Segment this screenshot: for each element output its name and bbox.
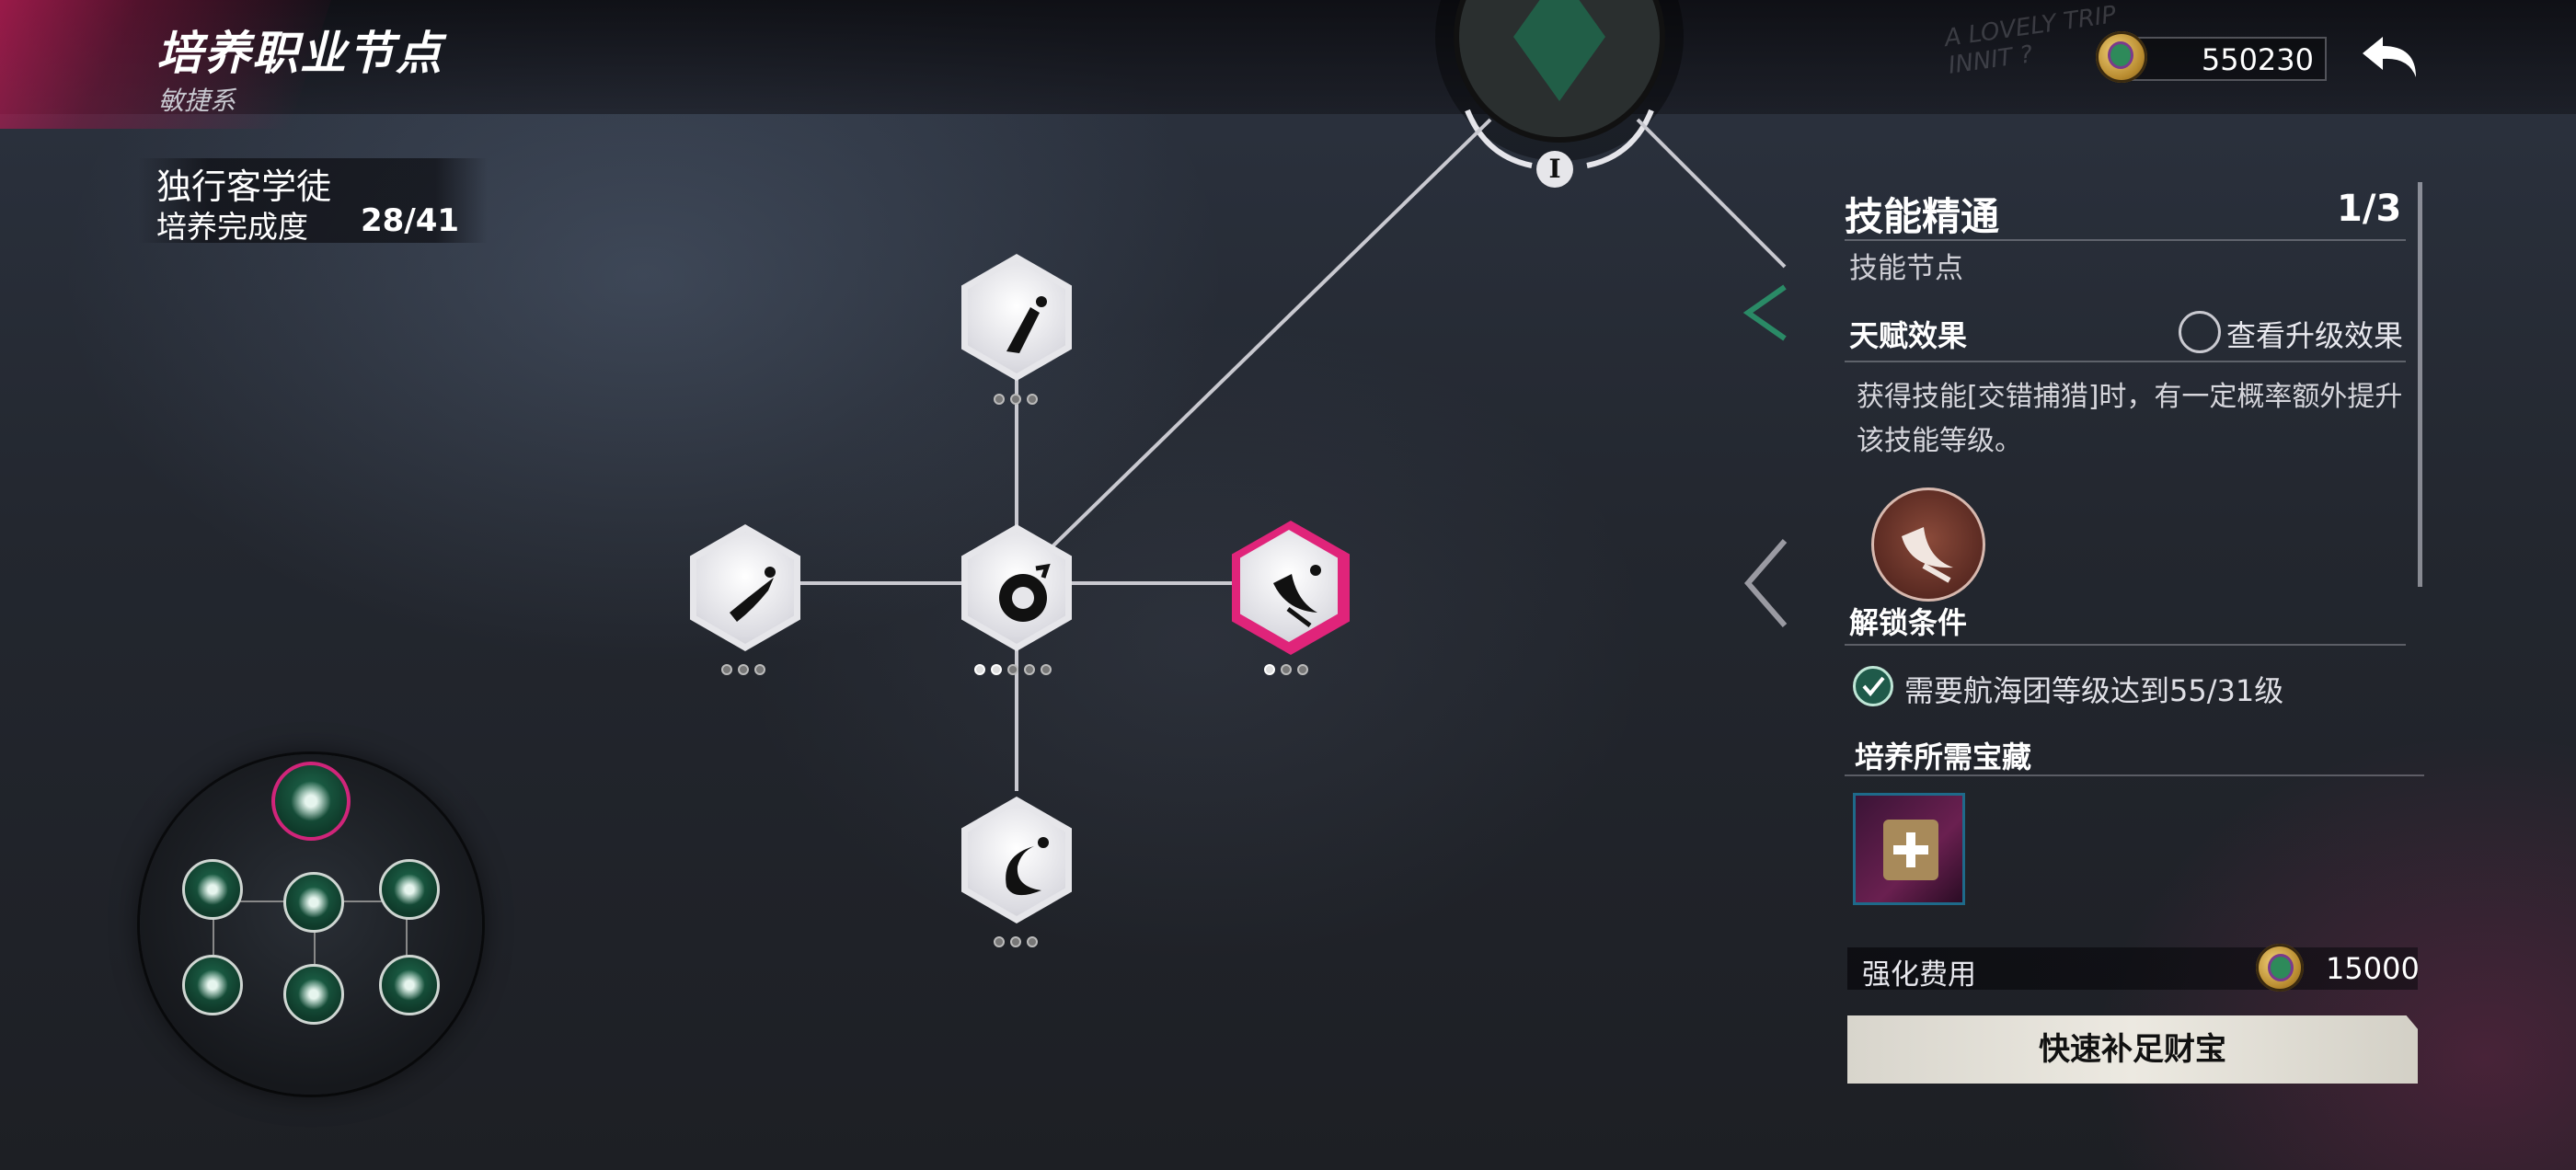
divider <box>1845 239 2406 241</box>
cost-bar <box>1847 947 2418 990</box>
class-tree-minimap[interactable] <box>140 754 482 1095</box>
minimap-node[interactable] <box>283 872 344 933</box>
coin-icon <box>2256 944 2304 992</box>
treasure-slot-add[interactable] <box>1853 793 1965 905</box>
level-dot <box>1010 936 1021 947</box>
magnifier-icon[interactable] <box>2179 311 2221 353</box>
skill-node-bottom[interactable] <box>961 797 1072 923</box>
minimap-node[interactable] <box>283 964 344 1025</box>
divider <box>1845 361 2406 362</box>
minimap-node[interactable] <box>182 859 243 920</box>
vortex-skill-icon <box>999 563 1051 622</box>
view-upgrade-link[interactable]: 查看升级效果 <box>2226 318 2404 353</box>
level-dots-bottom <box>994 936 1038 947</box>
branch-arrow-icon <box>1742 284 1787 341</box>
unlock-condition: 需要航海团等级达到55/31级 <box>1904 673 2284 708</box>
level-dot <box>754 664 765 675</box>
level-dot <box>974 664 985 675</box>
back-arrow-icon <box>2363 37 2416 77</box>
minimap-node[interactable] <box>379 859 440 920</box>
level-dot <box>1041 664 1052 675</box>
level-dots-right <box>1264 664 1308 675</box>
quick-fill-treasure-button[interactable]: 快速补足财宝 <box>1847 1015 2418 1084</box>
skill-node-left[interactable] <box>690 524 800 651</box>
crescent-skill-icon <box>1006 837 1049 896</box>
unlock-heading: 解锁条件 <box>1849 605 1968 640</box>
back-button[interactable] <box>2355 26 2429 90</box>
level-dot <box>1264 664 1275 675</box>
level-dot <box>991 664 1002 675</box>
acrobat-skill-icon <box>730 567 776 622</box>
skill-type: 技能节点 <box>1849 252 1963 285</box>
skill-preview-icon <box>1871 488 1985 602</box>
progress-label: 培养完成度 <box>156 209 308 245</box>
level-dot <box>1010 394 1021 405</box>
cost-value: 15000 <box>2326 951 2420 986</box>
class-info-card <box>138 158 488 243</box>
check-icon <box>1853 666 1893 706</box>
skill-node-right-selected[interactable] <box>1232 521 1350 655</box>
level-dots-left <box>721 664 765 675</box>
level-dot <box>994 936 1005 947</box>
skill-node-center[interactable] <box>961 524 1072 651</box>
treasure-heading: 培养所需宝藏 <box>1855 740 2032 774</box>
connector-right-branch <box>1636 118 1787 269</box>
skill-description: 获得技能[交错捕猎]时，有一定概率额外提升该技能等级。 <box>1857 381 2403 457</box>
hunting-slash-skill-icon <box>1273 565 1321 627</box>
level-dot <box>1027 394 1038 405</box>
cost-label: 强化费用 <box>1862 958 1976 992</box>
top-emblem[interactable] <box>1431 0 1688 193</box>
dagger-skill-icon <box>1006 296 1047 353</box>
connector-diagonal <box>1047 118 1492 552</box>
skill-node-top[interactable] <box>961 254 1072 381</box>
page-subtitle: 敏捷系 <box>158 86 236 116</box>
class-name: 独行客学徒 <box>156 166 332 207</box>
level-dot <box>1297 664 1308 675</box>
currency-display: 550230 <box>2125 37 2327 81</box>
divider <box>1845 644 2406 646</box>
level-dot <box>994 394 1005 405</box>
page-title: 培养职业节点 <box>156 27 443 80</box>
divider <box>1845 774 2424 776</box>
level-dot <box>1027 936 1038 947</box>
level-dot <box>738 664 749 675</box>
minimap-node[interactable] <box>182 955 243 1015</box>
progress-value: 28/41 <box>361 202 460 239</box>
minimap-node[interactable] <box>379 955 440 1015</box>
skill-title: 技能精通 <box>1845 194 2000 239</box>
level-dot <box>1281 664 1292 675</box>
level-dots-center <box>974 664 1052 675</box>
level-dot <box>721 664 732 675</box>
top-node-level-badge: I <box>1536 151 1573 188</box>
branch-arrow-icon-gray <box>1744 539 1788 627</box>
minimap-node-top[interactable] <box>271 762 351 841</box>
level-dot <box>1024 664 1035 675</box>
level-dot <box>1007 664 1018 675</box>
currency-value: 550230 <box>2201 42 2314 77</box>
panel-scrollbar[interactable] <box>2418 182 2422 587</box>
level-dots-top <box>994 394 1038 405</box>
effect-heading: 天赋效果 <box>1849 318 1968 353</box>
coin-icon <box>2096 31 2147 83</box>
skill-level: 1/3 <box>2337 188 2402 230</box>
scroll-plus-icon <box>1883 820 1938 880</box>
